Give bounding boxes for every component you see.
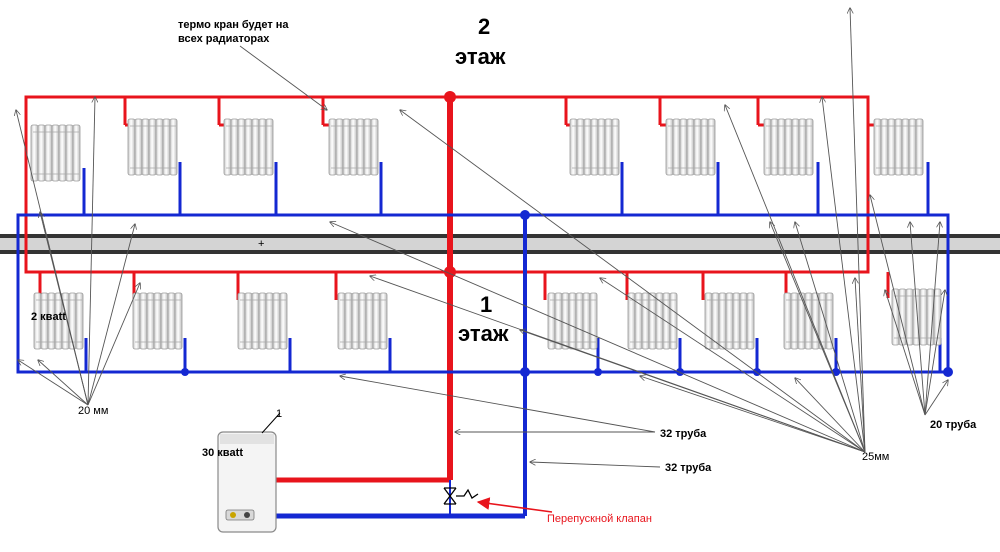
pipe-junction-dot (181, 368, 189, 376)
pipe-junction-dot (520, 367, 530, 377)
pipe-32-truba-label-2: 32 труба (665, 462, 712, 474)
radiator-icon (328, 118, 379, 176)
radiator-icon (704, 292, 755, 350)
radiator-icon (569, 118, 620, 176)
radiator-icon (547, 292, 598, 350)
floor1-return-pipes (84, 338, 942, 372)
pipe-32-truba-label: 32 труба (660, 428, 707, 440)
boiler-power-label: 30 квatt (202, 447, 243, 459)
radiator-power-label: 2 квatt (31, 311, 66, 323)
boiler-number-label: 1 (276, 408, 282, 420)
radiator-icon (223, 118, 274, 176)
slab-mark: + (258, 238, 264, 250)
radiator-icon (891, 288, 942, 346)
radiator-icon (237, 292, 288, 350)
thermo-note-line1: термо кран будет на (178, 19, 289, 31)
pipe-20-truba-label: 20 труба (930, 419, 977, 431)
radiator-icon (873, 118, 924, 176)
pipe-junction-dot (594, 368, 602, 376)
radiator-icon (665, 118, 716, 176)
floor2-label: этаж (455, 44, 506, 69)
pipe-20mm-label: 20 мм (78, 405, 108, 417)
thermo-note-line2: всех радиаторах (178, 33, 270, 45)
gas-boiler-icon (217, 412, 281, 533)
floor2-radiators (30, 118, 924, 182)
radiator-icon (132, 292, 183, 350)
radiator-icon (337, 292, 388, 350)
pipe-junction-dot (520, 210, 530, 220)
bypass-valve-icon (443, 487, 479, 505)
floor1-number: 1 (480, 292, 492, 317)
radiator-icon (783, 292, 834, 350)
pipe-junction-dot (943, 367, 953, 377)
radiator-icon (127, 118, 178, 176)
radiator-icon (30, 124, 81, 182)
bypass-valve-arrow (476, 497, 553, 513)
floor2-number: 2 (478, 14, 490, 39)
return-junction-dots (181, 367, 953, 377)
pipe-junction-dot (444, 91, 456, 103)
radiator-icon (763, 118, 814, 176)
bypass-valve-label: Перепускной клапан (547, 513, 652, 525)
floor1-label: этаж (458, 321, 509, 346)
pipe-25mm-label: 25мм (862, 451, 889, 463)
leader-lines (16, 8, 948, 468)
floor-slab: + (0, 234, 1000, 254)
